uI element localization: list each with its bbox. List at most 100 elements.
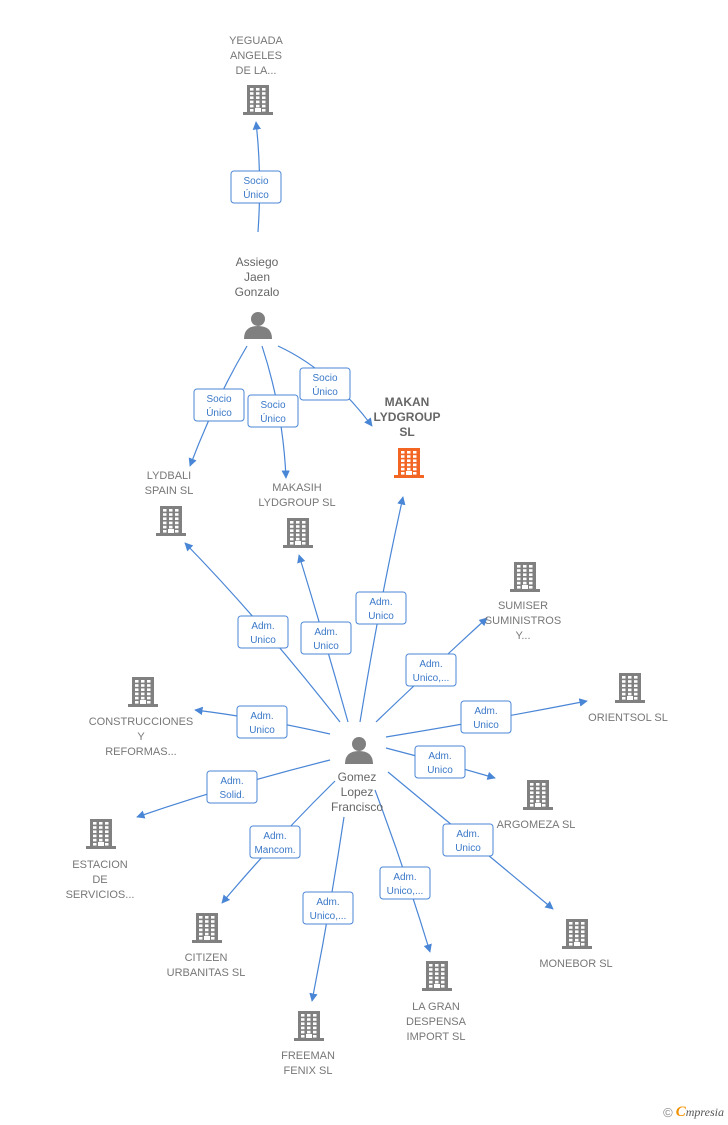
edge-label-text: Socio xyxy=(260,400,285,411)
node-label-line: ARGOMEZA SL xyxy=(497,819,576,831)
edge-label-gomez-to-citizen[interactable]: Adm.Mancom. xyxy=(249,825,301,859)
company-node-freeman[interactable]: FREEMAN FENIX SL xyxy=(281,1011,335,1077)
building-icon xyxy=(422,961,452,991)
edge-label-gomez-to-monebor[interactable]: Adm.Unico xyxy=(442,823,494,857)
edge-label-gomez-to-argomeza[interactable]: Adm.Unico xyxy=(414,745,466,779)
edge-label-gomez-to-estacion[interactable]: Adm.Solid. xyxy=(206,770,258,804)
edge-label-gomez-to-sumiser[interactable]: Adm.Unico,... xyxy=(405,653,457,687)
edge-label-box[interactable] xyxy=(249,825,301,859)
edge-label-box[interactable] xyxy=(247,394,299,428)
edge-label-box[interactable] xyxy=(442,823,494,857)
edge-label-text: Único xyxy=(260,412,286,425)
building-icon xyxy=(562,919,592,949)
node-label-line: Y... xyxy=(515,630,530,642)
edge-label-gomez-to-makan[interactable]: Adm. Unico xyxy=(355,591,407,625)
footer-brand: © Cmpresia xyxy=(663,1104,724,1121)
company-node-sumiser[interactable]: SUMISERSUMINISTROSY... xyxy=(485,562,561,642)
edge-label-text: Unico xyxy=(455,843,481,854)
edge-label-text: Unico,... xyxy=(310,911,347,922)
node-label-line: Francisco xyxy=(331,800,383,814)
node-label-line: LYDGROUP SL xyxy=(258,497,335,509)
edge-label-text: Socio xyxy=(312,373,337,384)
building-icon xyxy=(128,677,158,707)
edge-label-gomez-to-construcciones[interactable]: Adm.Unico xyxy=(236,705,288,739)
node-label-line: Gonzalo xyxy=(235,285,280,299)
node-label-line: MAKAN xyxy=(385,395,430,409)
edge-label-text: Único xyxy=(312,385,338,398)
node-label-line: DE LA... xyxy=(236,65,277,77)
edge-label-text: Adm. xyxy=(393,872,416,883)
edge-label-gomez-to-lydbali[interactable]: Adm.Unico xyxy=(237,615,289,649)
company-node-makasih[interactable]: MAKASIH LYDGROUP SL xyxy=(258,482,336,548)
edge-label-text: Adm. xyxy=(316,897,339,908)
person-icon xyxy=(345,737,373,764)
node-label-line: YEGUADA xyxy=(229,35,283,47)
brand-logo-text: mpresia xyxy=(685,1105,724,1119)
edge-label-text: Unico xyxy=(473,720,499,731)
node-label-line: REFORMAS... xyxy=(105,746,177,758)
company-node-construcciones[interactable]: CONSTRUCCIONESYREFORMAS... xyxy=(89,677,194,758)
edge-label-text: Socio xyxy=(206,394,231,405)
edge-label-text: Único xyxy=(206,406,232,419)
edge-label-box[interactable] xyxy=(379,866,431,900)
edge-label-text: Unico,... xyxy=(387,886,424,897)
edge-label-box[interactable] xyxy=(414,745,466,779)
building-icon xyxy=(86,819,116,849)
copyright-symbol: © xyxy=(663,1105,673,1120)
edge-label-box[interactable] xyxy=(206,770,258,804)
edge-label-text: Adm. xyxy=(369,597,392,608)
edge-label-box[interactable] xyxy=(355,591,407,625)
node-label-line: FENIX SL xyxy=(284,1065,333,1077)
edge-label-box[interactable] xyxy=(302,891,354,925)
edge-labels-layer: SocioÚnicoSocioÚnicoSocioÚnicoSocioÚnico… xyxy=(193,170,512,925)
edge-label-box[interactable] xyxy=(300,621,352,655)
edge-label-text: Unico xyxy=(368,611,394,622)
node-label-line: ESTACION xyxy=(72,859,127,871)
edge-label-gomez-to-orientsol[interactable]: Adm. Unico xyxy=(460,700,512,734)
edge-label-text: Adm. xyxy=(474,706,497,717)
edge-label-box[interactable] xyxy=(236,705,288,739)
company-node-monebor[interactable]: MONEBOR SL xyxy=(539,919,613,970)
building-icon xyxy=(192,913,222,943)
node-label-line: MAKASIH xyxy=(272,482,322,494)
edge-label-box[interactable] xyxy=(230,170,282,204)
building-icon xyxy=(243,85,273,115)
node-label-line: SERVICIOS... xyxy=(66,889,135,901)
edge-label-box[interactable] xyxy=(405,653,457,687)
node-label-line: FREEMAN xyxy=(281,1050,335,1062)
node-label-line: IMPORT SL xyxy=(407,1031,466,1043)
edge-label-gomez-to-makasih[interactable]: Adm.Unico xyxy=(300,621,352,655)
edge-label-box[interactable] xyxy=(460,700,512,734)
building-icon xyxy=(510,562,540,592)
company-node-argomeza[interactable]: ARGOMEZA SL xyxy=(497,780,576,831)
node-label-line: ORIENTSOL SL xyxy=(588,712,668,724)
edge-label-text: Adm. xyxy=(314,627,337,638)
edge-label-text: Adm. xyxy=(428,751,451,762)
node-label-line: SL xyxy=(399,425,414,439)
edge-label-text: Unico xyxy=(249,725,275,736)
company-node-estacion[interactable]: ESTACION DE SERVICIOS... xyxy=(66,819,135,901)
company-node-orientsol[interactable]: ORIENTSOL SL xyxy=(588,673,668,724)
building-icon xyxy=(156,506,186,536)
node-label-line: Jaen xyxy=(244,270,270,284)
edge-label-box[interactable] xyxy=(299,367,351,401)
edge-label-gomez-to-freeman[interactable]: Adm. Unico,... xyxy=(302,891,354,925)
edge-label-box[interactable] xyxy=(193,388,245,422)
node-label-line: DE xyxy=(92,874,107,886)
edge-label-text: Adm. xyxy=(220,776,243,787)
edge-label-gomez-to-lagran[interactable]: Adm. Unico,... xyxy=(379,866,431,900)
edge-label-box[interactable] xyxy=(237,615,289,649)
